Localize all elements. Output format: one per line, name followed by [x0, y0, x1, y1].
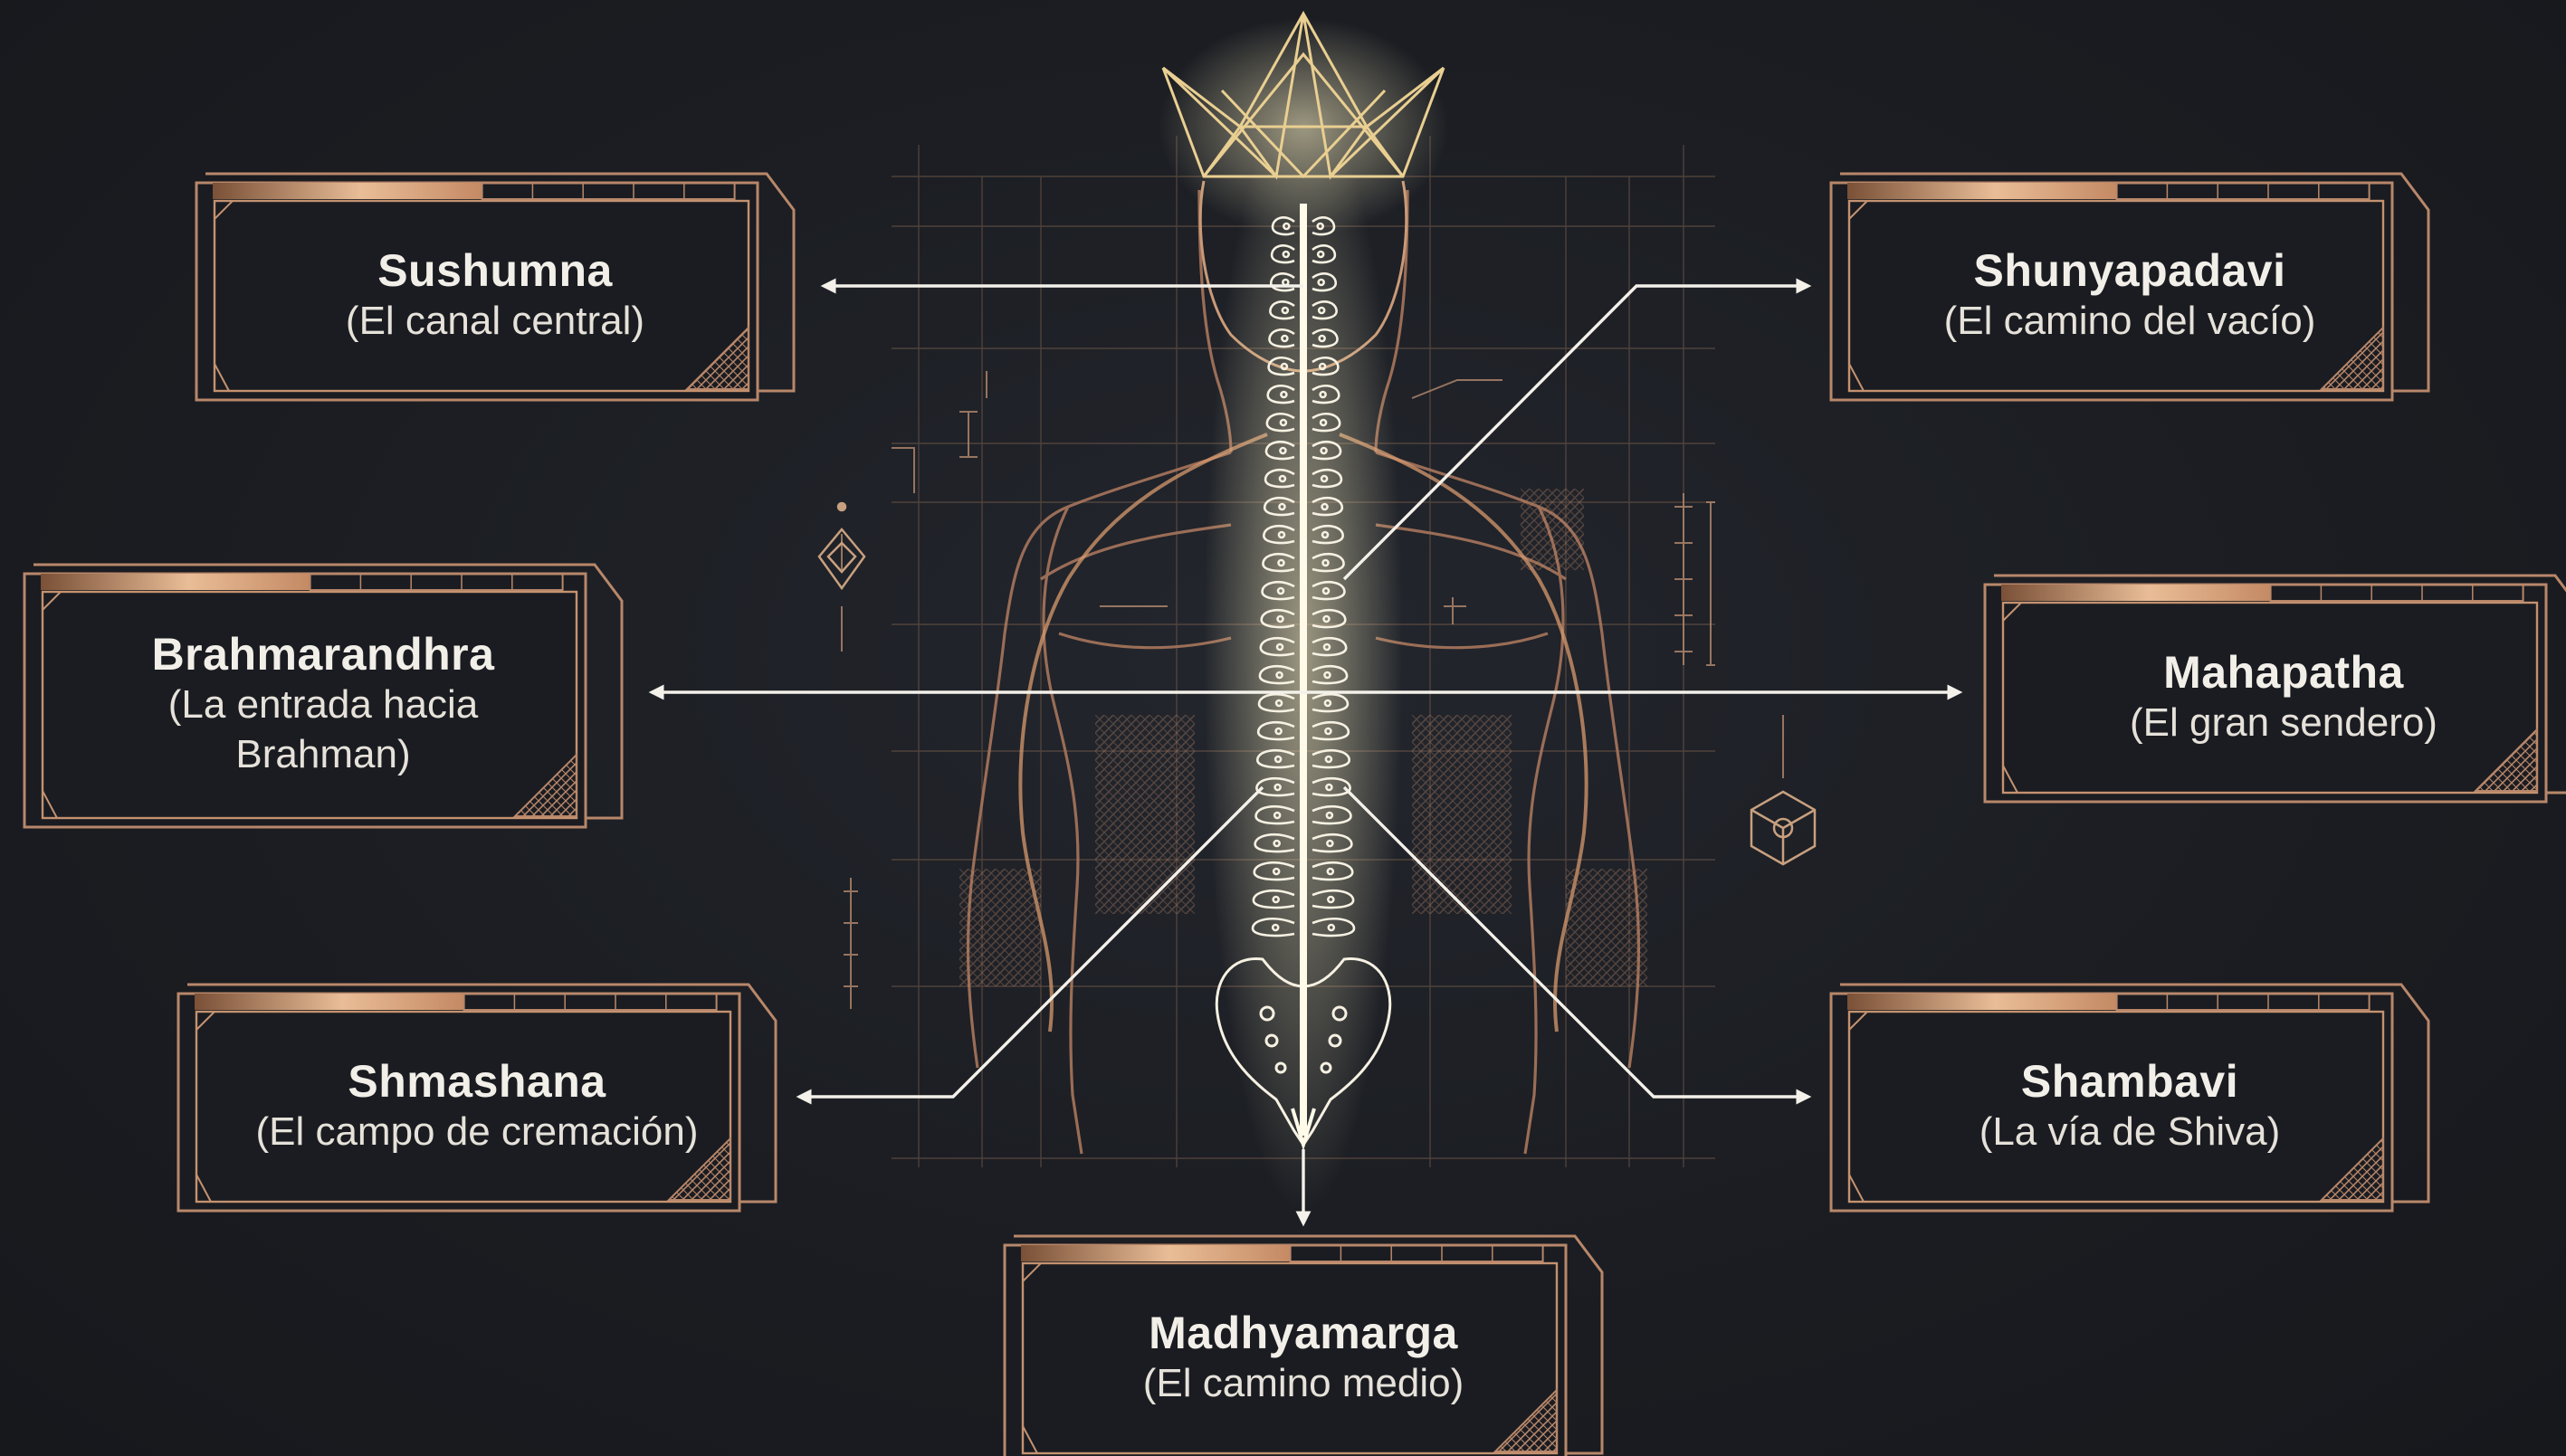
central-channel: [1293, 204, 1314, 1145]
label-subtitle: (El gran sendero): [2130, 698, 2437, 747]
label-title: Mahapatha: [2163, 647, 2404, 698]
label-subtitle: (La entrada hacia Brahman): [124, 680, 522, 779]
label-sushumna: Sushumna (El canal central): [251, 214, 739, 376]
cube-glyph-icon: [1751, 792, 1815, 864]
label-madhyamarga: Madhyamarga (El camino medio): [1059, 1276, 1548, 1439]
label-title: Shunyapadavi: [1974, 245, 2286, 296]
label-shunyapadavi: Shunyapadavi (El camino del vacío): [1885, 214, 2374, 376]
label-title: Shmashana: [348, 1056, 606, 1107]
label-title: Sushumna: [377, 245, 613, 296]
label-title: Shambavi: [2021, 1056, 2238, 1107]
label-brahmarandhra: Brahmarandhra (La entrada hacia Brahman): [79, 604, 568, 804]
label-shambavi: Shambavi (La vía de Shiva): [1885, 1024, 2374, 1187]
label-mahapatha: Mahapatha (El gran sendero): [2039, 615, 2528, 778]
label-subtitle: (El camino medio): [1143, 1358, 1464, 1408]
label-shmashana: Shmashana (El campo de cremación): [233, 1024, 721, 1187]
label-subtitle: (El camino del vacío): [1944, 296, 2316, 346]
label-subtitle: (El campo de cremación): [255, 1107, 698, 1156]
label-subtitle: (La vía de Shiva): [1979, 1107, 2281, 1156]
label-title: Brahmarandhra: [152, 629, 495, 680]
label-title: Madhyamarga: [1149, 1308, 1458, 1358]
label-subtitle: (El canal central): [346, 296, 644, 346]
